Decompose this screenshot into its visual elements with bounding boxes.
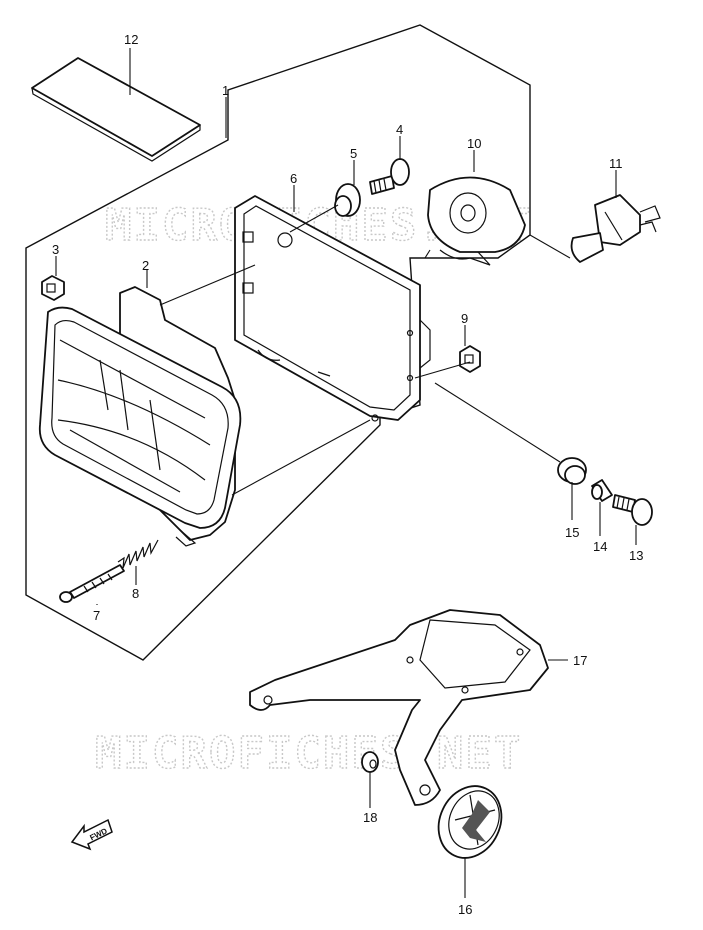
part-11-bulb[interactable]	[570, 194, 661, 263]
callout-numbers: 12 1 2 3 4 5 6 10 11 9 15 14 13 7 8 17 1…	[52, 32, 643, 917]
part-13-bolt[interactable]	[612, 494, 653, 526]
callout-17: 17	[573, 653, 587, 668]
part-17-bracket[interactable]	[249, 609, 549, 806]
part-18-nut[interactable]	[361, 751, 379, 773]
part-3-nut[interactable]	[41, 275, 65, 301]
callout-4: 4	[396, 122, 403, 137]
part-12-label-sheet[interactable]	[31, 57, 201, 162]
callout-10: 10	[467, 136, 481, 151]
callout-18: 18	[363, 810, 377, 825]
part-9-clip-nut[interactable]	[459, 345, 481, 373]
part-8-spring[interactable]	[117, 539, 159, 569]
callout-11: 11	[609, 156, 623, 171]
part-16-reflector[interactable]	[427, 776, 513, 868]
callout-14: 14	[593, 539, 607, 554]
part-7-adjust-screw[interactable]	[59, 564, 125, 603]
part-10-socket-cover[interactable]	[427, 176, 526, 266]
part-6-headlamp-frame[interactable]	[234, 195, 431, 422]
callout-6: 6	[290, 171, 297, 186]
callout-12: 12	[124, 32, 138, 47]
part-15-cushion[interactable]	[557, 457, 587, 485]
part-14-collar[interactable]	[591, 479, 613, 502]
callout-3: 3	[52, 242, 59, 257]
callout-8: 8	[132, 586, 139, 601]
callout-leaders	[55, 48, 637, 898]
callout-15: 15	[565, 525, 579, 540]
callout-13: 13	[629, 548, 643, 563]
fwd-arrow: FWD	[70, 818, 113, 851]
watermark-bottom: MICROFICHES.NET	[95, 728, 522, 779]
callout-5: 5	[350, 146, 357, 161]
assembly-lines	[159, 204, 571, 496]
part-5-grommet[interactable]	[334, 183, 361, 217]
callout-2: 2	[142, 258, 149, 273]
callout-1: 1	[222, 83, 229, 98]
callout-16: 16	[458, 902, 472, 917]
callout-9: 9	[461, 311, 468, 326]
part-4-screw[interactable]	[369, 158, 410, 195]
callout-7: 7	[93, 608, 100, 623]
part-2-headlamp-unit[interactable]	[38, 286, 242, 547]
